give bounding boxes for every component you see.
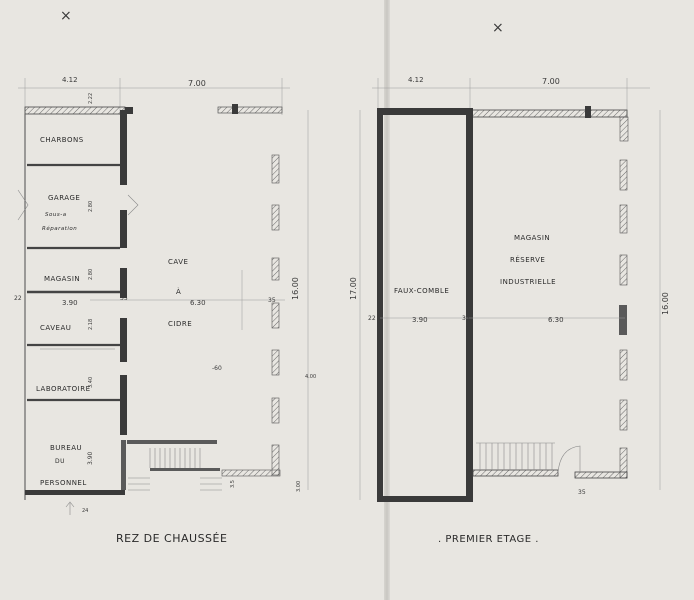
mark-right: × (492, 20, 504, 36)
ff-dim-wall-2: 35 (462, 315, 470, 322)
room-garage-sub2: Réparation (42, 225, 77, 232)
ground-floor-plan (17, 78, 309, 515)
entrance-arrow-icon (65, 501, 75, 515)
room-cave-2: À (176, 287, 181, 296)
ff-left-wall (377, 108, 383, 500)
ff-partition-wall (466, 108, 473, 500)
ff-dim-side-right: 16.00 (661, 292, 670, 315)
gf-dim-wall-2: 35 (120, 295, 128, 302)
room-charbons: CHARBONS (40, 136, 84, 144)
room-bureau-2: DU (55, 458, 65, 465)
gf-dim-r1: 2.22 (88, 93, 94, 104)
ff-dim-top-left: 4.12 (408, 76, 424, 84)
gf-dim-wall-3: 35 (268, 297, 276, 304)
ff-dim-side-left: 17.00 (349, 277, 358, 300)
ff-dim-mid-a: 3.90 (412, 316, 428, 324)
room-bureau-3: PERSONNEL (40, 479, 87, 487)
gf-dim-mid-a: 3.90 (62, 299, 78, 307)
ff-bottom-wall (377, 496, 473, 502)
room-magasin-1: MAGASIN (514, 234, 550, 242)
gf-dim-side: 16.00 (291, 277, 300, 300)
gf-dim-r3: 2.80 (88, 269, 94, 280)
gf-partition-wall (120, 110, 127, 185)
ff-top-wall-right (471, 109, 628, 118)
gf-dim-r2: 2.80 (88, 201, 94, 212)
room-magasin: MAGASIN (44, 275, 80, 283)
page-fold (384, 0, 390, 600)
gf-dim-r5: 3.40 (88, 377, 94, 388)
room-cave-1: CAVE (168, 258, 188, 266)
gf-dim-mid-b: 6.30 (190, 299, 206, 307)
room-laboratoire: LABORATOIRE (36, 385, 91, 393)
gf-dim-r4: 2.18 (88, 319, 94, 330)
first-floor-title: . PREMIER ETAGE . (438, 534, 539, 545)
room-garage-sub1: Sous-a (45, 212, 67, 218)
gf-top-wall-right (217, 106, 283, 114)
gf-dim-top-left: 4.12 (62, 76, 78, 84)
gf-dim-b1: 24 (82, 508, 88, 514)
room-magasin-2: RÉSERVE (510, 255, 545, 264)
gf-bottom-wall (25, 490, 125, 495)
ff-door-swing (557, 445, 581, 474)
gf-dim-wall-6: 3.00 (296, 481, 302, 492)
gf-dim-b2: 3.5 (230, 480, 236, 488)
room-cave-3: CIDRE (168, 320, 192, 328)
ff-dim-wall-1: 22 (368, 315, 376, 322)
mark-left: × (60, 8, 72, 24)
gf-dim-wall-4: -60 (212, 365, 222, 372)
gf-top-wall-left (24, 106, 126, 115)
room-bureau-1: BUREAU (50, 444, 82, 452)
room-faux-comble: FAUX-COMBLE (394, 287, 449, 295)
ground-floor-title: REZ DE CHAUSSÉE (116, 532, 227, 545)
ff-dim-top-right: 7.00 (542, 77, 560, 86)
room-caveau: CAVEAU (40, 324, 71, 332)
first-floor-plan (359, 78, 661, 502)
ff-stairs (476, 442, 555, 470)
gf-dim-r6: 3.90 (87, 451, 94, 465)
room-garage: GARAGE (48, 194, 80, 202)
ff-dim-wall-3: 35 (578, 489, 586, 496)
room-magasin-3: INDUSTRIELLE (500, 278, 556, 286)
gf-dim-wall-1: 22 (14, 295, 22, 302)
gf-stairs (128, 448, 222, 491)
annotations: × × 4.12 7.00 3.90 6.30 16.00 22 35 35 -… (14, 8, 670, 545)
ff-top-wall-left (377, 108, 472, 115)
ff-dim-mid-b: 6.30 (548, 316, 564, 324)
gf-dim-top-right: 7.00 (188, 79, 206, 88)
gf-dim-wall-5: 4.00 (305, 374, 316, 380)
